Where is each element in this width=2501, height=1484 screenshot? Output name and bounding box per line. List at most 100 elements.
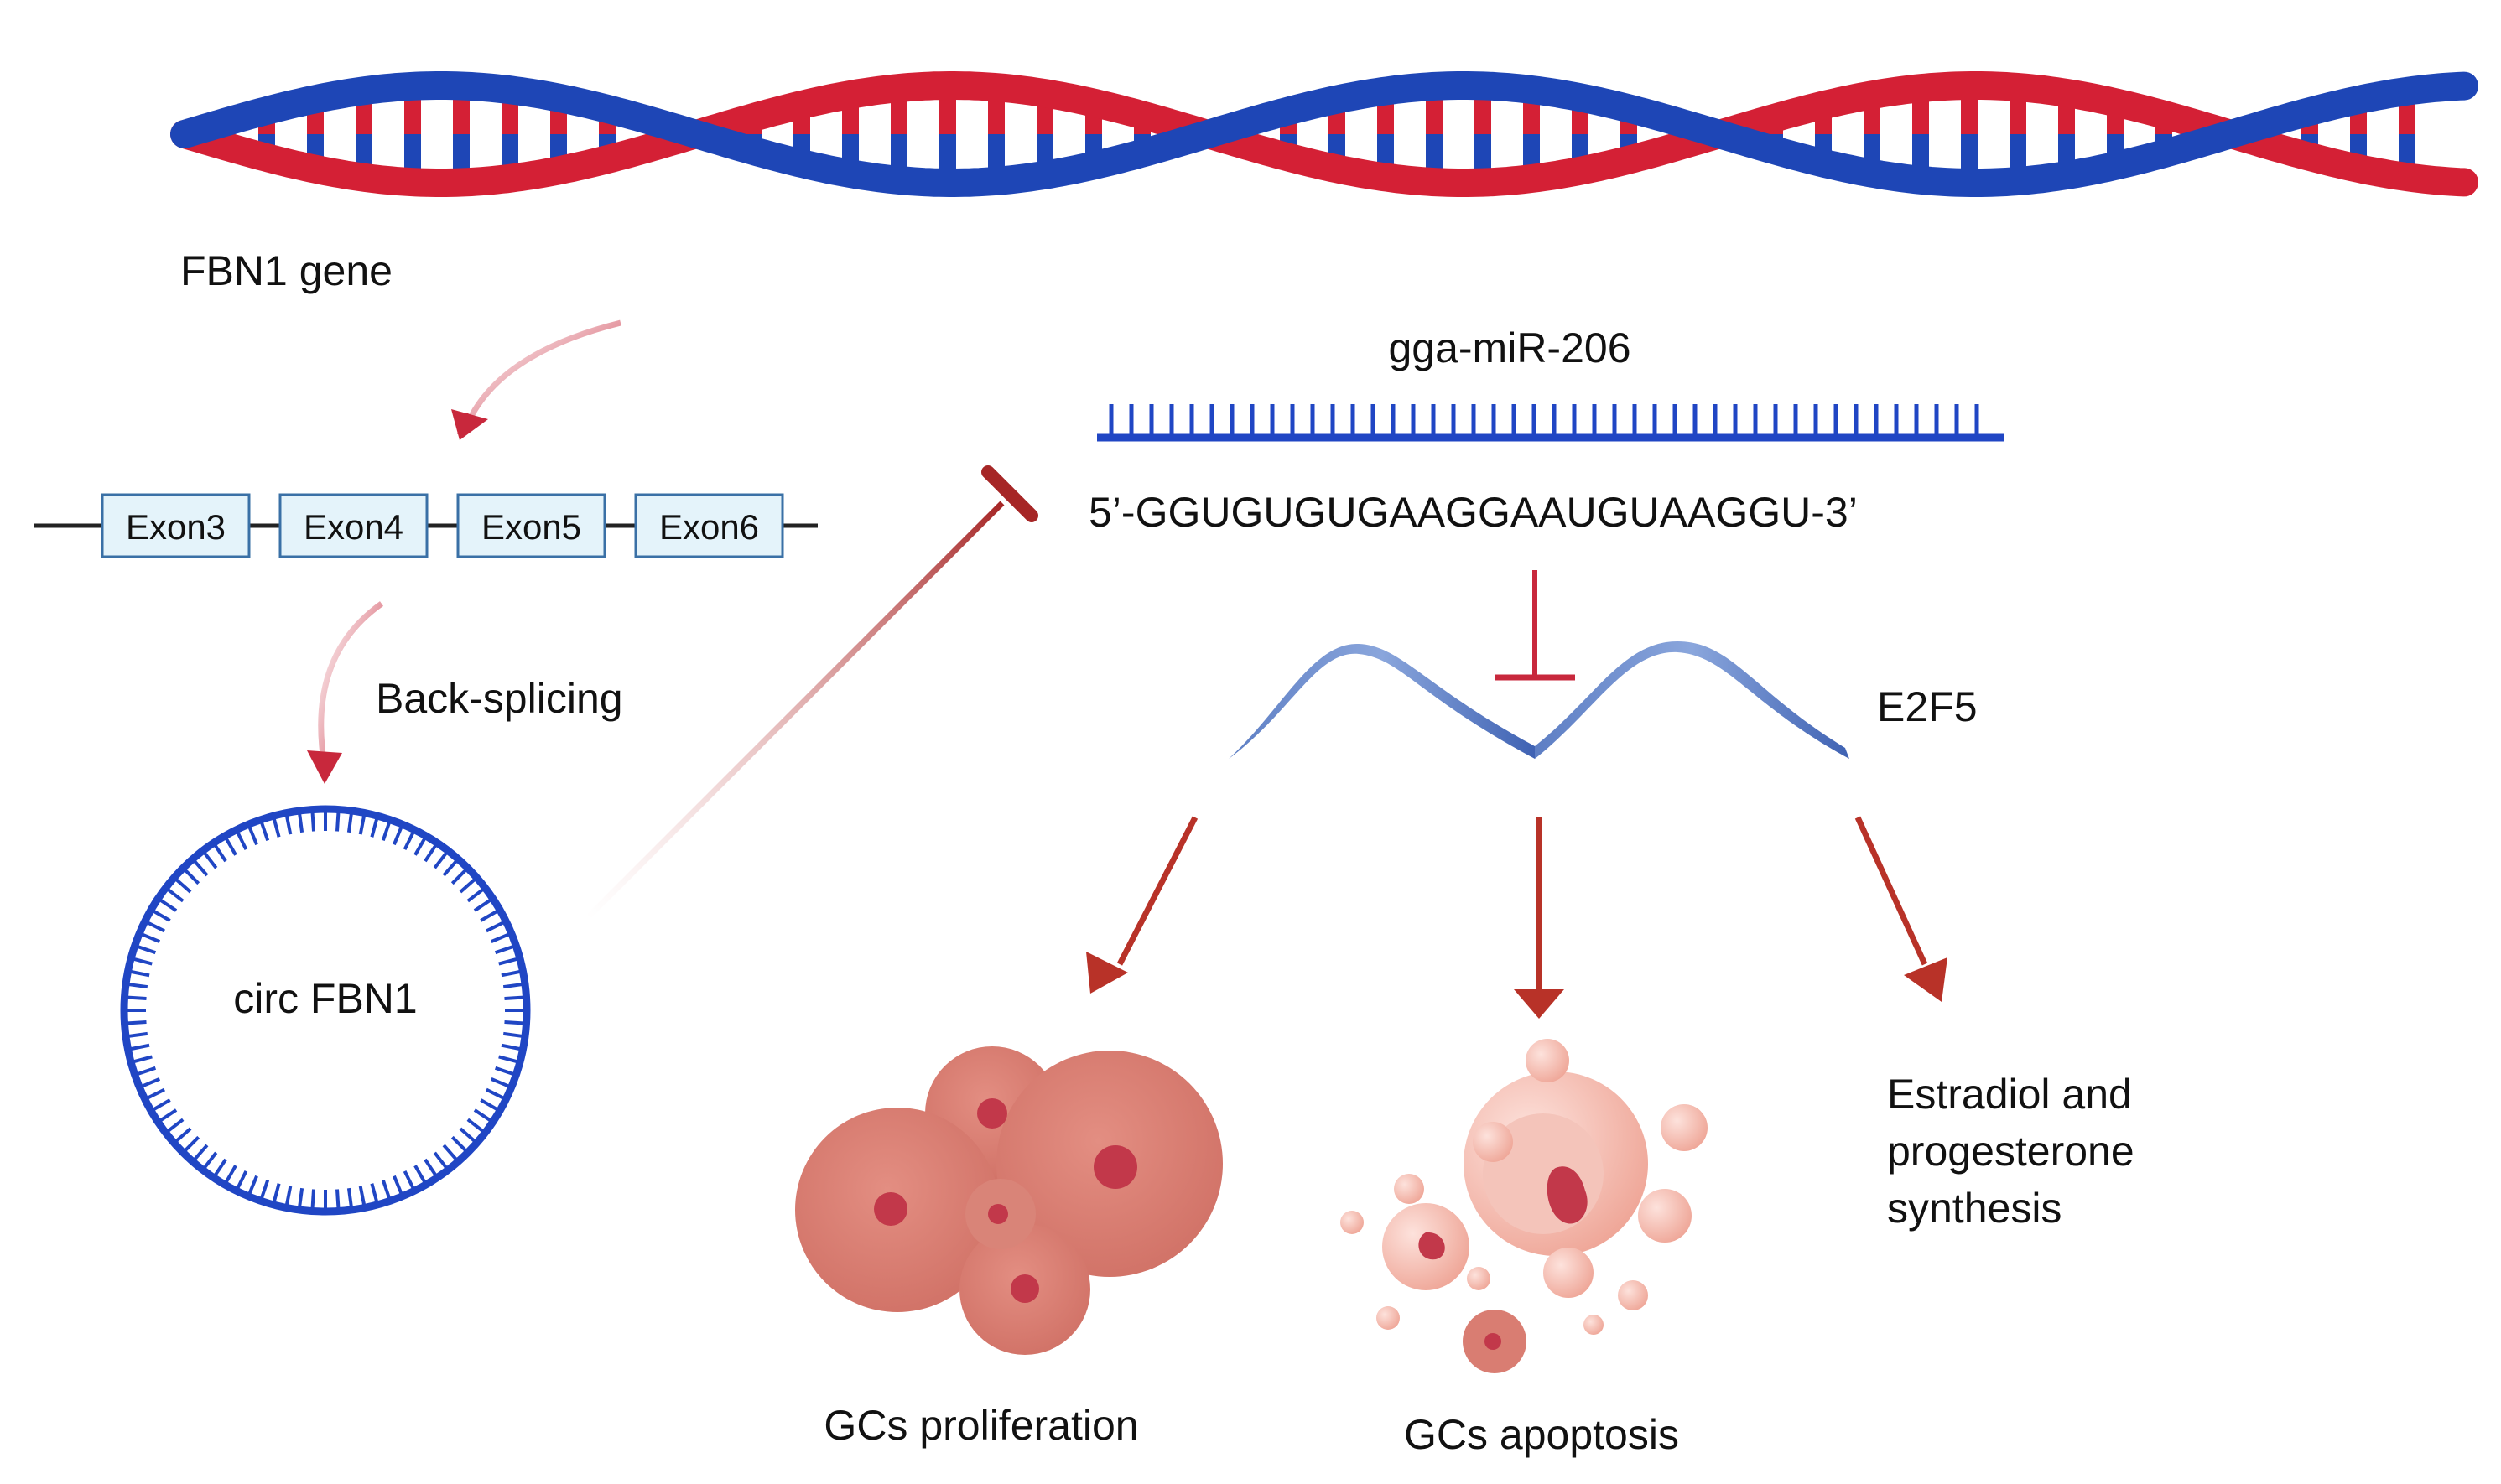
circ-tick	[203, 852, 218, 869]
circ-tick	[381, 1179, 391, 1199]
circ-tick	[147, 921, 165, 933]
circ-tick	[346, 1187, 353, 1207]
circ-tick	[403, 1170, 415, 1189]
circ-tick	[370, 1183, 379, 1202]
mirna-sequence: 5’-GGUGUGUGAAGGAAUGUAAGGU-3’	[1089, 489, 1858, 536]
circ-tick	[502, 983, 523, 989]
circ-tick	[159, 899, 178, 912]
circ-tick	[184, 869, 200, 885]
circ-tick	[131, 1043, 150, 1051]
circ-tick	[214, 1158, 227, 1176]
circ-tick	[473, 899, 491, 912]
circ-tick	[502, 1031, 523, 1038]
circ-tick	[450, 869, 467, 885]
circ-tick	[247, 827, 258, 846]
exon-box-4: Exon4	[278, 493, 429, 558]
circular-rna-icon	[120, 805, 531, 1216]
apoptosis-label: GCs apoptosis	[1404, 1411, 1679, 1458]
circ-inhibits-mirna	[585, 465, 1038, 921]
circ-tick	[153, 910, 171, 922]
exon-label: Exon3	[126, 507, 226, 547]
exon-label: Exon5	[481, 507, 581, 547]
circ-tick	[131, 970, 150, 978]
circ-tick	[137, 1066, 157, 1076]
circ-tick	[442, 860, 458, 877]
circ-tick	[433, 852, 448, 869]
circ-tick	[153, 1098, 171, 1111]
proliferation-label: GCs proliferation	[824, 1402, 1138, 1449]
downstream-arrows	[1086, 816, 1947, 1019]
arrow-to-proliferation	[1086, 816, 1199, 994]
circ-tick	[142, 932, 161, 943]
circ-tick	[459, 878, 476, 894]
circ-tick	[494, 1066, 514, 1076]
circ-tick	[184, 1135, 200, 1152]
hormone-label-line1: Estradiol and	[1887, 1071, 2132, 1118]
circ-tick	[167, 1118, 185, 1133]
circ-tick	[142, 1077, 161, 1088]
circ-tick	[486, 921, 504, 933]
circ-tick	[127, 995, 147, 1000]
circ-tick	[450, 1135, 467, 1152]
circ-tick	[225, 1165, 237, 1183]
exon-label: Exon4	[304, 507, 403, 547]
circ-tick	[480, 910, 498, 922]
circ-tick	[473, 1108, 491, 1122]
back-splicing-arrow	[307, 601, 384, 784]
circ-tick	[335, 812, 341, 832]
exon-box-6: Exon6	[634, 493, 784, 558]
circ-tick	[298, 813, 304, 833]
hormone-label-line3: synthesis	[1887, 1185, 2062, 1232]
circ-tick	[393, 1175, 403, 1194]
circ-tick	[424, 844, 437, 863]
circ-tick	[128, 983, 148, 989]
circ-tick	[310, 1189, 315, 1208]
circ-tick	[504, 1020, 523, 1025]
circ-tick	[494, 945, 514, 955]
exon-label: Exon6	[659, 507, 759, 547]
circ-tick	[358, 1186, 366, 1205]
circ-tick	[133, 1055, 153, 1064]
apoptotic-cell-icon	[1340, 1039, 1708, 1373]
circ-tick	[272, 1183, 281, 1202]
circ-tick	[358, 816, 366, 835]
circ-tick	[393, 827, 403, 846]
back-splicing-label: Back-splicing	[376, 675, 623, 722]
circ-tick	[466, 1118, 484, 1133]
mirna-inhibits-e2f5	[1495, 570, 1575, 681]
circ-tick	[247, 1175, 258, 1194]
circ-tick	[175, 878, 192, 894]
circ-tick	[203, 1151, 218, 1169]
circ-tick	[480, 1098, 498, 1111]
circ-tick	[433, 1151, 448, 1169]
circ-tick	[413, 838, 426, 856]
arrow-to-hormone-synthesis	[1854, 816, 1947, 1002]
circ-tick	[285, 816, 293, 835]
circ-tick	[424, 1158, 437, 1176]
circ-tick	[490, 932, 509, 943]
circ-label: circ FBN1	[233, 975, 417, 1022]
mirna-label: gga-miR-206	[1388, 324, 1630, 371]
circ-tick	[442, 1144, 458, 1160]
circ-tick	[486, 1087, 504, 1100]
exon-box-5: Exon5	[456, 493, 606, 558]
mrna-ribbon-icon	[1229, 641, 1849, 759]
circ-tick	[193, 1144, 209, 1160]
circ-tick	[466, 888, 484, 903]
circ-tick	[498, 1055, 517, 1064]
circ-tick	[236, 832, 248, 850]
circ-tick	[298, 1187, 304, 1207]
circ-tick	[504, 995, 523, 1000]
circ-tick	[167, 888, 185, 903]
arrow-to-apoptosis	[1514, 817, 1564, 1019]
circ-tick	[310, 812, 315, 832]
circ-tick	[403, 832, 415, 850]
circ-tick	[381, 822, 391, 842]
circ-tick	[501, 1043, 520, 1051]
gene-label: FBN1 gene	[180, 247, 393, 294]
dna-strand-red	[170, 71, 2478, 197]
circ-tick	[159, 1108, 178, 1122]
circ-tick	[501, 970, 520, 978]
circ-tick	[137, 945, 157, 955]
